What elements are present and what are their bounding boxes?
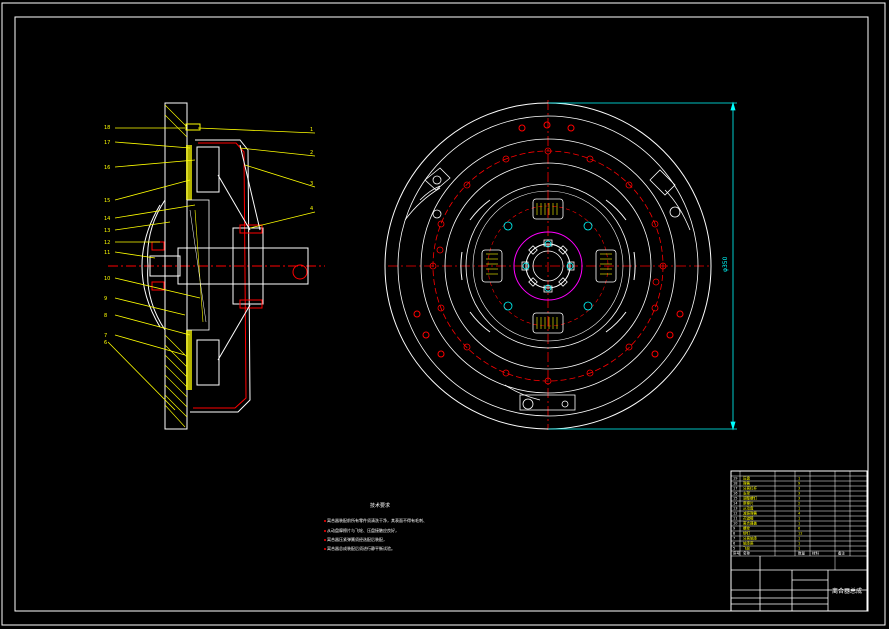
- tech-requirements-title: 技术要求: [370, 502, 390, 509]
- tech-requirement-line: 离合器装配前所有零件须清洗干净，其表面不得有毛刺、: [327, 517, 427, 523]
- tech-requirement-line: 离合器压紧弹簧须经选配后装配，: [327, 536, 387, 542]
- part-label: 4: [310, 206, 313, 212]
- section-right-labels: 1 2 3 4: [310, 127, 313, 212]
- part-number: 19: [733, 477, 737, 481]
- tech-requirements: 技术要求 离合器装配前所有零件须清洗干净，其表面不得有毛刺、 从动盘摩擦片与飞轮…: [324, 502, 427, 551]
- parts-header-label: 名称: [743, 551, 751, 556]
- part-name: 铆钉: [743, 531, 751, 536]
- front-view: φ350: [384, 100, 737, 431]
- part-name: 弹簧: [743, 481, 751, 486]
- damper-spring-windows: [481, 198, 617, 334]
- part-number: 6: [733, 542, 735, 546]
- part-number: 12: [733, 512, 737, 516]
- section-view: [107, 102, 325, 430]
- part-name: 花键毂: [743, 516, 754, 521]
- part-label: 15: [104, 198, 110, 204]
- part-label: 13: [104, 228, 110, 234]
- part-label: 2: [310, 150, 313, 156]
- part-label: 14: [104, 216, 110, 222]
- part-qty: 9: [798, 482, 800, 486]
- part-qty: 1: [798, 517, 800, 521]
- drawing-title: 离合器总成: [832, 587, 862, 595]
- part-number: 11: [733, 517, 737, 521]
- part-number: 18: [733, 482, 737, 486]
- part-name: 减振弹簧: [743, 511, 757, 516]
- part-number: 5: [733, 547, 735, 551]
- part-label: 7: [104, 333, 107, 339]
- bolt-holes: [429, 147, 667, 385]
- flywheel-hatch: [164, 104, 188, 428]
- part-label: 17: [104, 140, 110, 146]
- part-label: 10: [104, 276, 110, 282]
- part-number: 13: [733, 507, 737, 511]
- part-name: 离合器盖: [743, 521, 757, 526]
- part-label: 18: [104, 125, 110, 131]
- part-name: 支架: [743, 491, 751, 496]
- part-qty: 1: [798, 507, 800, 511]
- part-label: 6: [104, 340, 107, 346]
- part-label: 3: [310, 181, 313, 187]
- part-qty: 1: [798, 547, 800, 551]
- part-qty: 6: [798, 527, 800, 531]
- part-label: 9: [104, 296, 107, 302]
- part-qty: 1: [798, 477, 800, 481]
- section-left-labels: 18 17 16 15 14 13 12 11 10 9 8 7 6: [104, 125, 110, 346]
- part-qty: 1: [798, 537, 800, 541]
- part-label: 1: [310, 127, 313, 133]
- part-number: 7: [733, 537, 735, 541]
- part-number: 8: [733, 532, 735, 536]
- part-name: 飞轮: [743, 546, 751, 551]
- diameter-dimension: [548, 101, 737, 431]
- part-number: 14: [733, 502, 738, 506]
- part-number: 10: [733, 522, 737, 526]
- part-label: 16: [104, 165, 110, 171]
- part-qty: 3: [798, 487, 800, 491]
- part-qty: 1: [798, 542, 800, 546]
- parts-header-label: 材料: [812, 551, 820, 556]
- part-name: 摩擦片: [743, 501, 754, 506]
- part-label: 11: [104, 250, 110, 256]
- part-name: 轴承座: [743, 541, 754, 546]
- part-qty: 4: [798, 512, 801, 516]
- tech-requirement-line: 离合器总成装配后须进行静平衡试验。: [327, 545, 395, 551]
- part-name: 分离轴承: [743, 536, 757, 541]
- part-qty: 3: [798, 492, 800, 496]
- parts-header-label: 数量: [798, 551, 806, 556]
- part-label: 12: [104, 240, 110, 246]
- part-number: 9: [733, 527, 735, 531]
- part-label: 8: [104, 313, 107, 319]
- part-number: 15: [733, 497, 737, 501]
- inner-border: [14, 16, 869, 612]
- part-name: 分离杠杆: [743, 486, 757, 491]
- part-qty: 1: [798, 522, 800, 526]
- parts-header-label: 备注: [838, 551, 846, 556]
- part-name: 从动盘: [743, 506, 754, 511]
- part-qty: 2: [798, 502, 800, 506]
- part-name: 压盘: [743, 476, 751, 481]
- part-qty: 12: [798, 532, 802, 536]
- part-number: 16: [733, 492, 737, 496]
- part-name: 螺栓: [743, 526, 751, 531]
- parts-header-label: 序号: [733, 551, 741, 556]
- tech-requirement-line: 从动盘摩擦片与飞轮、压盘接触应良好，: [327, 527, 399, 533]
- title-block: 离合器总成: [730, 470, 868, 612]
- diameter-label: φ350: [722, 256, 729, 272]
- part-number: 17: [733, 487, 737, 491]
- part-name: 调整螺钉: [743, 496, 757, 501]
- part-qty: 3: [798, 497, 800, 501]
